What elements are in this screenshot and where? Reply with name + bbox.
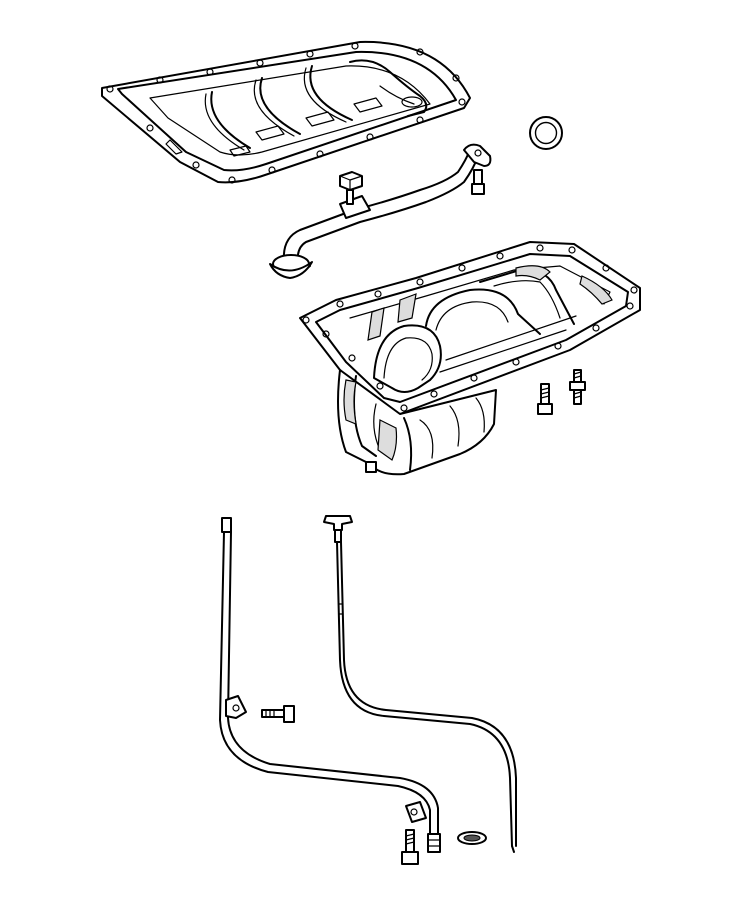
dipstick-tube-icon (219, 517, 441, 853)
oil-dipstick-icon (323, 515, 517, 853)
pickup-stud-nut-icon (339, 171, 363, 205)
o-ring-seal-icon (529, 116, 563, 150)
oil-pan-gasket-icon (101, 40, 471, 184)
oil-pickup-tube-icon (269, 143, 492, 279)
oil-pan-bolt-icon (537, 383, 553, 415)
pickup-bolt-icon (471, 169, 485, 195)
dipstick-tube-lower-bolt-icon (401, 829, 419, 865)
oil-pan-stud-icon (569, 369, 586, 405)
oil-pan-icon (299, 241, 641, 476)
dipstick-tube-seal-icon (457, 831, 487, 845)
dipstick-tube-bolt-icon (261, 705, 295, 723)
